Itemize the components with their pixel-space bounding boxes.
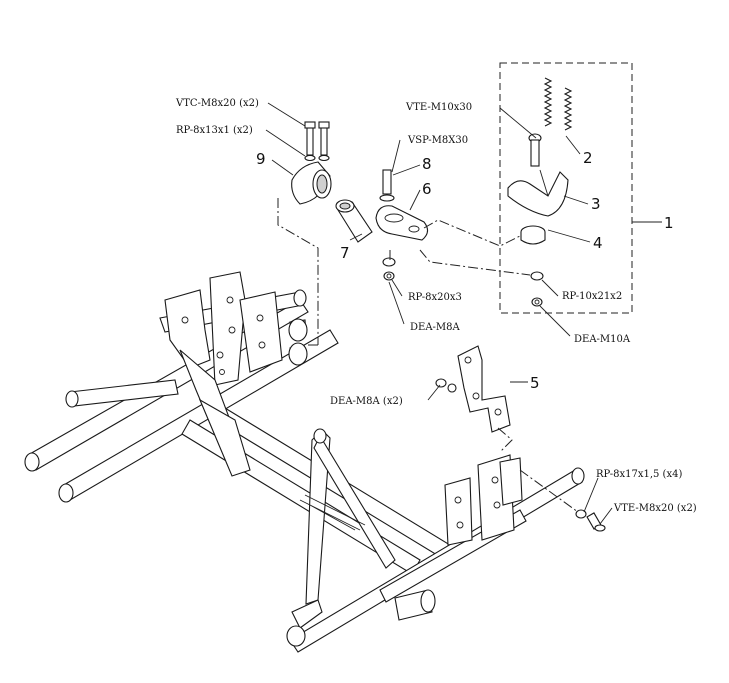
- part-9-clamp: [291, 121, 332, 205]
- main-frame: [24, 271, 585, 653]
- label-vtc-m8x20: VTC-M8x20 (x2): [175, 98, 259, 109]
- assembly-lines: [277, 198, 579, 513]
- part-1-assembly-box: [499, 62, 633, 314]
- part-8-screw: [379, 169, 395, 202]
- label-vsp-m8x30: VSP-M8X30: [407, 135, 468, 146]
- callout-2: 2: [583, 149, 593, 167]
- screw-vte-m8x20: [575, 509, 606, 532]
- label-dea-m10a: DEA-M10A: [574, 334, 631, 345]
- label-rp-8x17x1-5: RP-8x17x1,5 (x4): [596, 469, 682, 480]
- callout-4: 4: [593, 234, 603, 252]
- label-dea-m8a: DEA-M8A: [410, 322, 461, 333]
- part-7-axle: [335, 199, 373, 243]
- callout-1: 1: [664, 214, 674, 232]
- callout-3: 3: [591, 195, 601, 213]
- callout-6: 6: [422, 180, 432, 198]
- callout-7: 7: [340, 244, 350, 262]
- label-rp-8x13x1: RP-8x13x1 (x2): [176, 125, 253, 136]
- callout-9: 9: [256, 150, 266, 168]
- label-vte-m10x30: VTE-M10x30: [405, 102, 472, 113]
- label-rp-10x21x2: RP-10x21x2: [562, 291, 622, 302]
- part-5-bracket: [435, 345, 511, 433]
- label-dea-m8a-x2: DEA-M8A (x2): [330, 396, 403, 407]
- part-6-plate: [375, 205, 429, 241]
- callout-8: 8: [422, 155, 432, 173]
- callout-5: 5: [530, 374, 540, 392]
- label-rp-8x20x3: RP-8x20x3: [408, 292, 462, 303]
- nut-rp-8x20: [382, 257, 396, 281]
- leader-lines: [265, 102, 662, 525]
- label-vte-m8x20: VTE-M8x20 (x2): [613, 503, 697, 514]
